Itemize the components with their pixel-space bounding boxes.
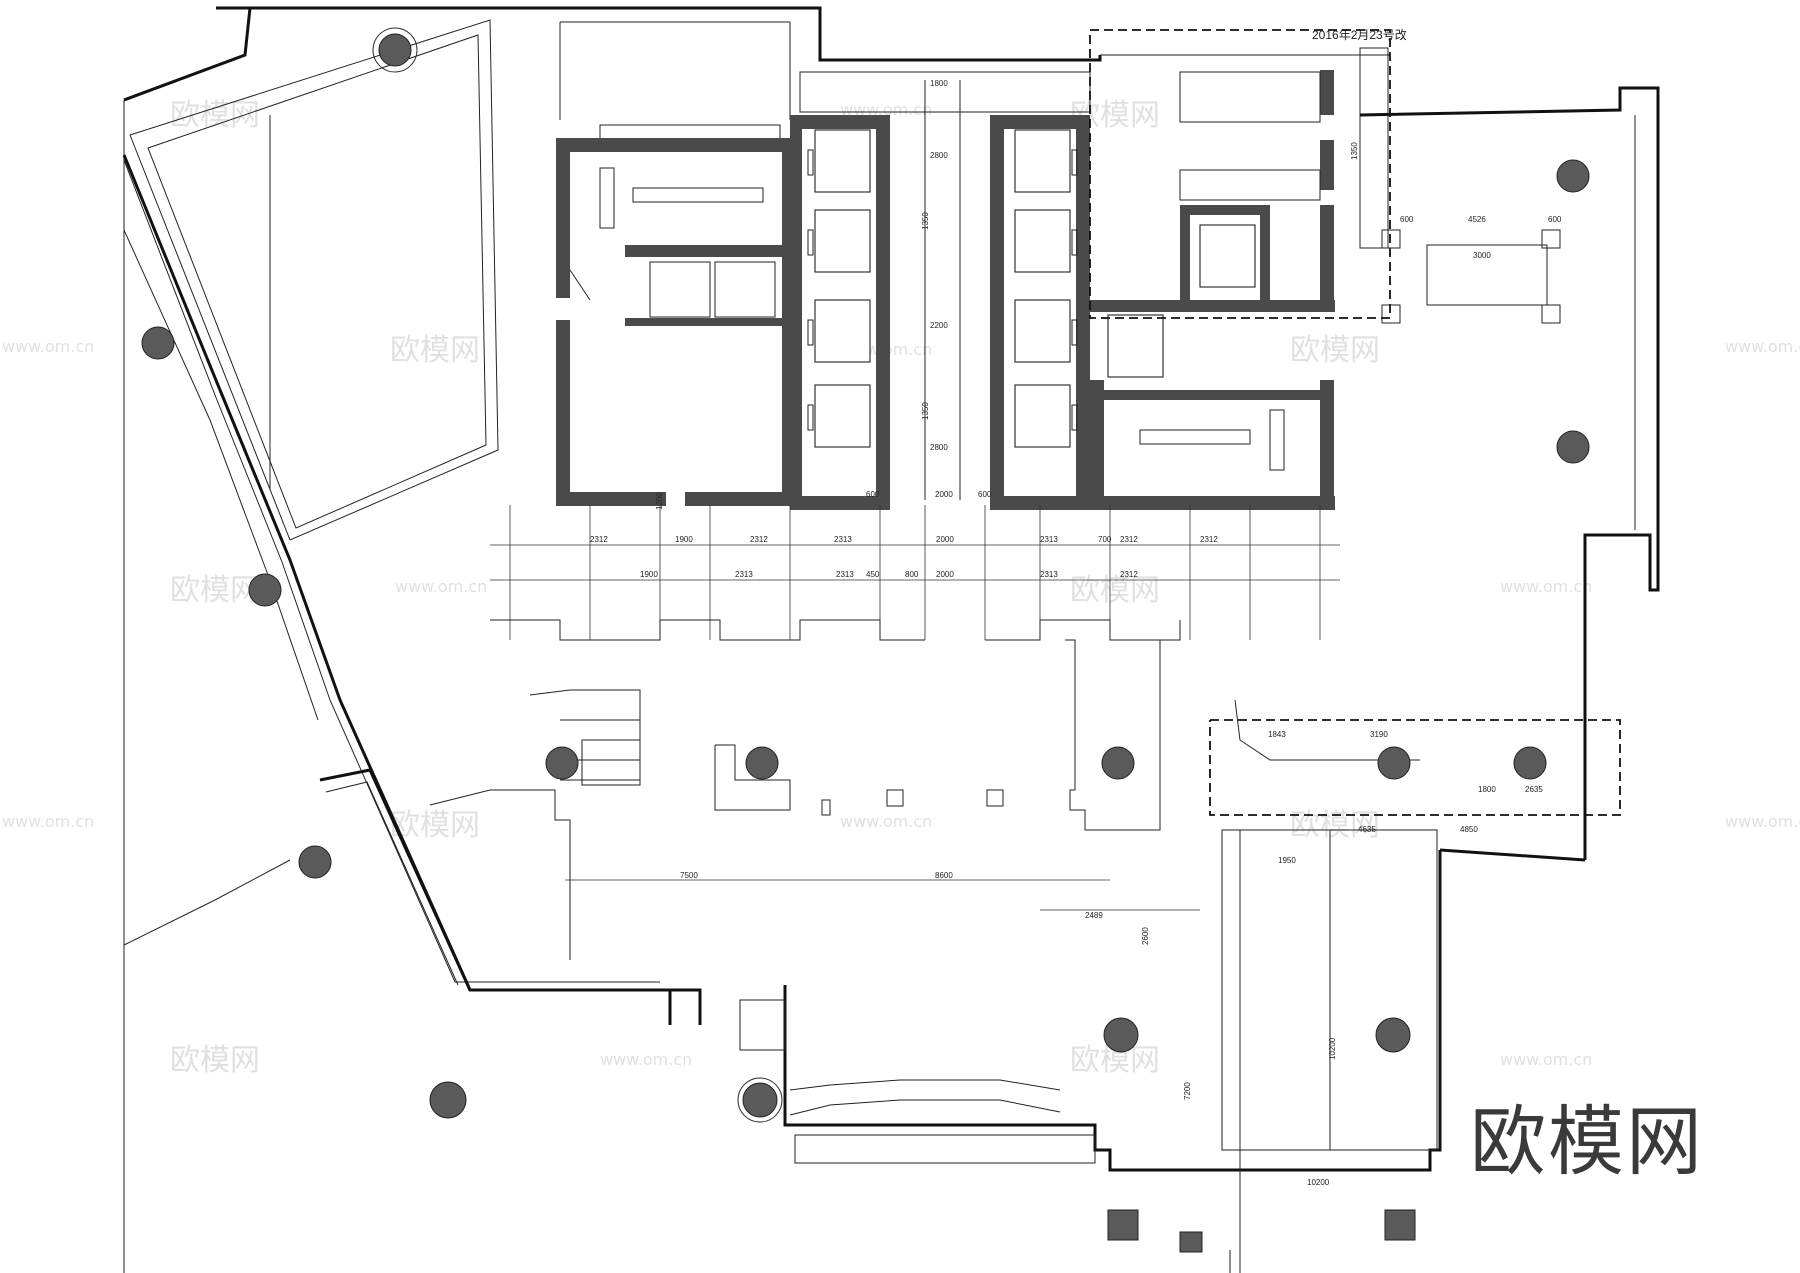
- dimension-label: 600: [1400, 215, 1414, 224]
- dimension-label: 2800: [930, 443, 948, 452]
- brand-watermark: 欧模网: [1470, 1097, 1704, 1186]
- watermark-url: www.om.cn: [2, 337, 94, 356]
- dimension-label: 2312: [1200, 535, 1218, 544]
- watermark-text: 欧模网: [390, 808, 480, 843]
- bridge-outline: [1209, 719, 1621, 816]
- watermark-text: 欧模网: [170, 573, 260, 608]
- dimension-label: 600: [1548, 215, 1562, 224]
- dimension-label: 7500: [680, 871, 698, 880]
- dimension-label: 8600: [935, 871, 953, 880]
- dimension-label: 600: [978, 490, 992, 499]
- revision-cloud: [1089, 29, 1391, 319]
- dimension-label: 1350: [921, 402, 930, 420]
- east-wing: [1359, 86, 1660, 860]
- dimension-label: 2312: [750, 535, 768, 544]
- dimension-label: 2635: [1525, 785, 1543, 794]
- west-core: [556, 138, 796, 506]
- south-entrance: [670, 850, 1442, 1273]
- east-core: [1090, 70, 1335, 510]
- dimension-label: 800: [905, 570, 919, 579]
- structural-column: [141, 27, 1590, 1123]
- watermark-url: www.om.cn: [1500, 577, 1592, 596]
- dimension-label: 1200: [655, 492, 664, 510]
- watermark-url: www.om.cn: [1725, 812, 1800, 831]
- watermark-url: www.om.cn: [840, 812, 932, 831]
- dimension-label: 2312: [590, 535, 608, 544]
- dimension-label: 1900: [640, 570, 658, 579]
- dimension-label: 1950: [1278, 856, 1296, 865]
- dimension-label: 600: [866, 490, 880, 499]
- dimension-label: 450: [866, 570, 880, 579]
- watermark-layer: 欧模网 欧模网 欧模网 欧模网 欧模网 欧模网 欧模网 欧模网 欧模网 欧模网 …: [2, 98, 1800, 1078]
- watermark-text: 欧模网: [1290, 808, 1380, 843]
- dimension-label: 2000: [936, 535, 954, 544]
- dimension-label: 2313: [1040, 535, 1058, 544]
- dimension-label: 2313: [834, 535, 852, 544]
- dimension-label: 2489: [1085, 911, 1103, 920]
- dimension-label: 7200: [1183, 1082, 1192, 1100]
- dimension-label: 3000: [1473, 251, 1491, 260]
- watermark-text: 欧模网: [170, 98, 260, 133]
- dimension-label: 1900: [675, 535, 693, 544]
- dimension-label: 3190: [1370, 730, 1388, 739]
- dimension-label: 1800: [930, 79, 948, 88]
- dimension-label: 1350: [921, 212, 930, 230]
- dimension-label: 2313: [735, 570, 753, 579]
- lobby-walls: [429, 639, 1161, 960]
- dimension-label: 2200: [930, 321, 948, 330]
- watermark-text: 欧模网: [1070, 573, 1160, 608]
- dimension-label: 2600: [1141, 927, 1150, 945]
- north-facade: [216, 6, 1390, 249]
- watermark-url: www.om.cn: [840, 100, 932, 119]
- watermark-url: www.om.cn: [600, 1050, 692, 1069]
- lift-car: [814, 129, 1071, 448]
- watermark-url: www.om.cn: [2, 812, 94, 831]
- watermark-text: 欧模网: [390, 333, 480, 368]
- south-east-wing: [1221, 829, 1586, 1273]
- watermark-text: 欧模网: [1290, 333, 1380, 368]
- dimension-label: 1800: [1478, 785, 1496, 794]
- dimension-label: 4526: [1468, 215, 1486, 224]
- dimension-label: 4850: [1460, 825, 1478, 834]
- lift-core: [790, 71, 1091, 510]
- west-facade: [122, 6, 672, 1025]
- watermark-url: www.om.cn: [395, 577, 487, 596]
- dimension-label: 2313: [1040, 570, 1058, 579]
- dimension-label: 2312: [1120, 535, 1138, 544]
- dimension-label: 1843: [1268, 730, 1286, 739]
- dimension-label: 10200: [1328, 1037, 1337, 1060]
- dimension-label: 2312: [1120, 570, 1138, 579]
- dimension-label: 1350: [1350, 142, 1359, 160]
- dimension-label: 2313: [836, 570, 854, 579]
- dimension-labels: 2312 2312 2313 2000 2313 2312 2312 1900 …: [590, 79, 1562, 1187]
- watermark-text: 欧模网: [170, 1043, 260, 1078]
- revision-note: 2016年2月23号改: [1312, 28, 1407, 42]
- dimension-label: 2000: [935, 490, 953, 499]
- dimension-label: 2000: [936, 570, 954, 579]
- dimension-label: 2800: [930, 151, 948, 160]
- watermark-url: www.om.cn: [1725, 337, 1800, 356]
- watermark-url: www.om.cn: [1500, 1050, 1592, 1069]
- dimension-label: 10200: [1307, 1178, 1330, 1187]
- dimension-label: 4635: [1358, 825, 1376, 834]
- dimension-grid: [490, 505, 1340, 911]
- dimension-label: 700: [1098, 535, 1112, 544]
